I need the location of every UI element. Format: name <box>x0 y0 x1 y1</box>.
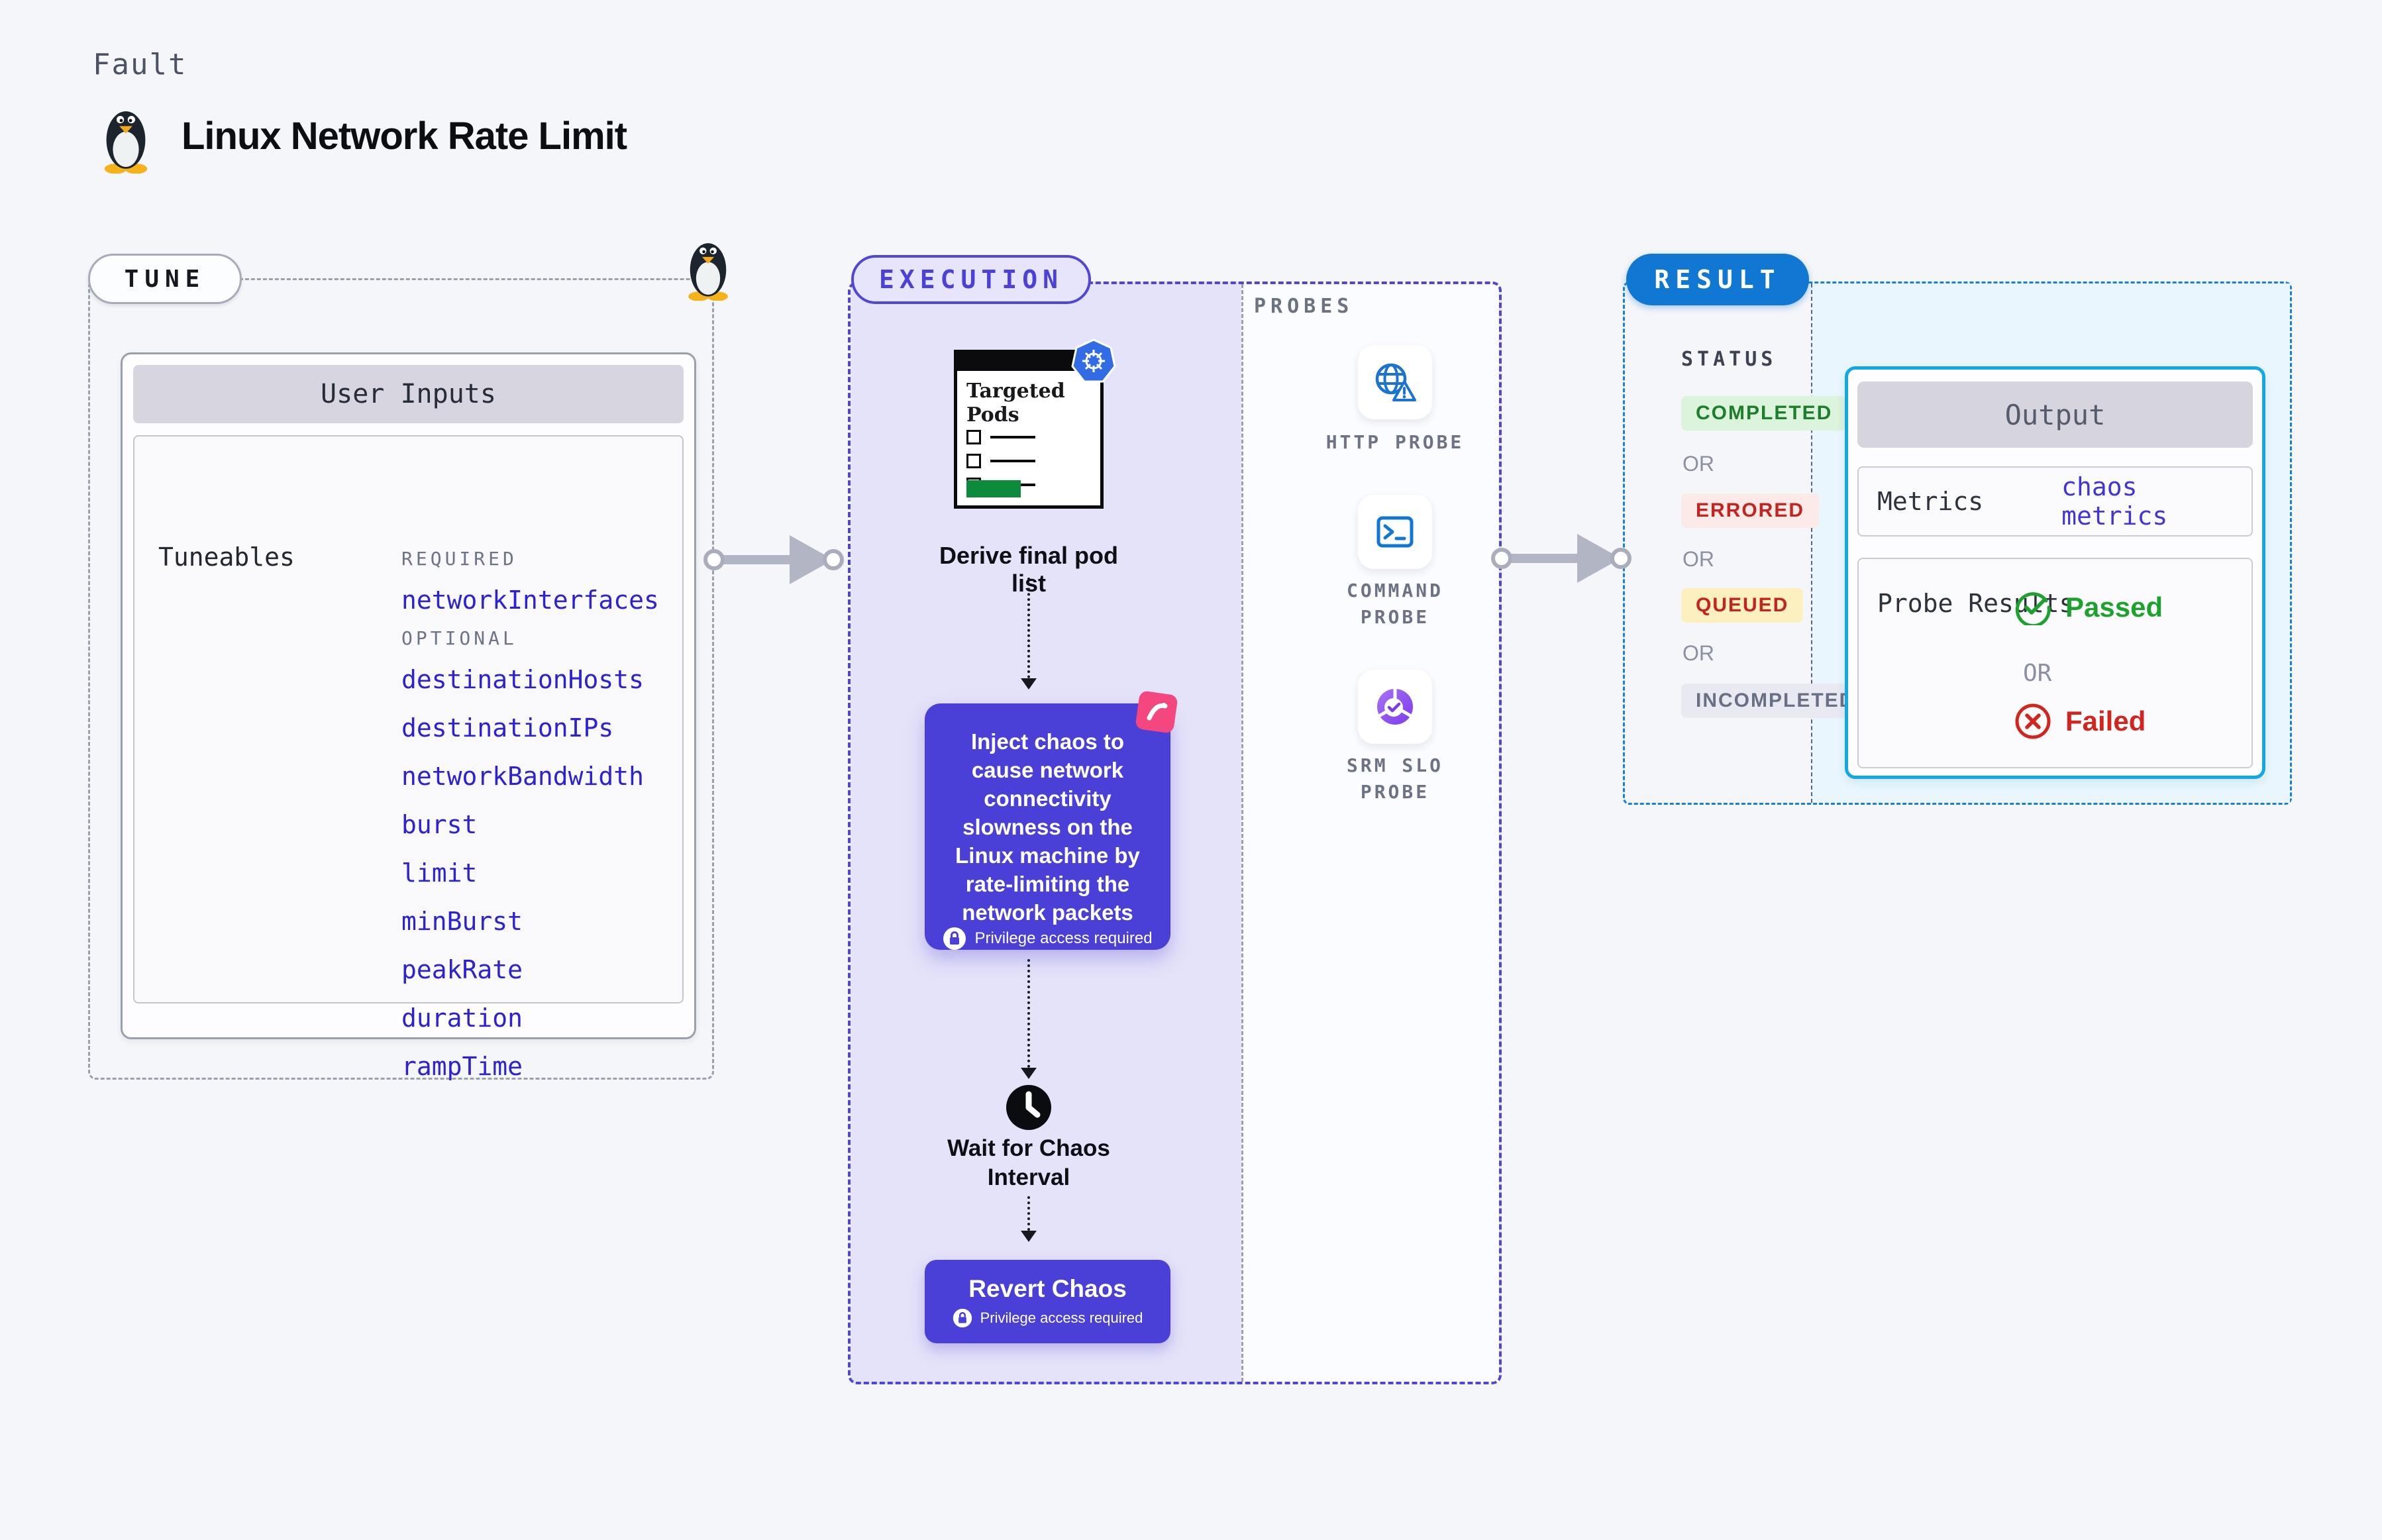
fault-kicker: Fault <box>93 48 187 81</box>
http-probe-label: HTTP PROBE <box>1325 431 1465 453</box>
status-badge-errored: ERRORED <box>1681 493 1820 528</box>
privilege-row: Privilege access required <box>953 1308 1143 1328</box>
arrow-down-icon <box>1021 678 1037 690</box>
tune-pill: TUNE <box>88 254 242 304</box>
probes-divider <box>1241 284 1243 1382</box>
list-line <box>990 460 1035 462</box>
srm-slo-probe-card <box>1358 670 1432 744</box>
metrics-label: Metrics <box>1877 487 1984 516</box>
tuneable-link[interactable]: destinationIPs <box>401 713 614 743</box>
flow-arrow-icon <box>703 535 844 584</box>
tuneable-link[interactable]: rampTime <box>401 1052 523 1081</box>
targeted-pods-title: Targeted Pods <box>966 380 1065 427</box>
lock-icon <box>953 1308 972 1328</box>
status-badge-incompleted: INCOMPLETED <box>1681 684 1870 718</box>
optional-label: OPTIONAL <box>401 627 517 649</box>
probes-label: PROBES <box>1254 295 1354 318</box>
check-circle-icon <box>2015 592 2051 625</box>
clock-icon <box>1006 1085 1051 1130</box>
execution-pill: EXECUTION <box>851 255 1091 304</box>
privilege-label: Privilege access required <box>980 1309 1143 1326</box>
tuneable-link[interactable]: destinationHosts <box>401 665 645 694</box>
progress-bar <box>966 480 1021 497</box>
dotted-connector <box>1027 959 1030 1068</box>
status-label: STATUS <box>1681 348 1777 371</box>
required-label: REQUIRED <box>401 548 517 570</box>
result-pill: RESULT <box>1626 254 1809 305</box>
metrics-value-link[interactable]: chaos metrics <box>2061 472 2168 531</box>
slo-donut-icon <box>1376 688 1414 725</box>
flow-arrow-icon <box>1491 534 1631 583</box>
x-circle-icon <box>2015 703 2051 739</box>
tuneable-link[interactable]: networkBandwidth <box>401 762 645 791</box>
status-badge-queued: QUEUED <box>1681 588 1804 623</box>
wait-chaos-interval-label: Wait for Chaos Interval <box>947 1135 1110 1190</box>
srm-slo-probe-label: SRM SLO PROBE <box>1346 754 1443 803</box>
probe-results-row: Probe Results Passed OR Failed <box>1857 558 2253 768</box>
chaos-logo-icon <box>1135 691 1178 733</box>
checkbox-icon <box>966 430 981 444</box>
tuneable-link[interactable]: peakRate <box>401 955 523 984</box>
linux-penguin-icon <box>688 243 728 301</box>
arrow-down-icon <box>1021 1068 1037 1079</box>
command-probe-label: COMMAND PROBE <box>1346 580 1443 628</box>
tuneable-link[interactable]: duration <box>401 1003 523 1033</box>
list-line <box>990 436 1035 438</box>
user-inputs-panel: User Inputs Tuneables REQUIRED networkIn… <box>121 352 696 1081</box>
derive-pod-list-label: Derive final pod list <box>939 542 1119 597</box>
or-separator: OR <box>1683 547 1714 571</box>
revert-chaos-step: Revert Chaos Privilege access required <box>925 1260 1170 1343</box>
inject-chaos-description: Inject chaos to cause network connectivi… <box>955 729 1140 925</box>
tuneable-link[interactable]: networkInterfaces <box>401 586 659 615</box>
output-panel: Output Metrics chaos metrics Probe Resul… <box>1845 366 2265 779</box>
command-probe-card <box>1358 495 1432 569</box>
user-inputs-title: User Inputs <box>133 365 684 423</box>
globe-alert-icon <box>1375 363 1416 401</box>
passed-label: Passed <box>2065 591 2163 623</box>
pod-list-item <box>966 454 1035 468</box>
output-title: Output <box>1857 382 2253 448</box>
failed-row: Failed <box>2015 703 2146 739</box>
tuneables-box: Tuneables REQUIRED networkInterfaces OPT… <box>133 435 684 1081</box>
lock-icon <box>943 927 966 950</box>
kubernetes-icon <box>1071 338 1116 383</box>
failed-label: Failed <box>2065 705 2146 737</box>
metrics-row: Metrics chaos metrics <box>1857 466 2253 537</box>
targeted-pods-card: Targeted Pods <box>954 350 1104 509</box>
page-title: Linux Network Rate Limit <box>181 115 627 158</box>
or-separator: OR <box>2023 660 2052 687</box>
tuneable-link[interactable]: minBurst <box>401 907 523 936</box>
dotted-connector <box>1027 578 1030 678</box>
arrow-down-icon <box>1021 1231 1037 1242</box>
privilege-row: Privilege access required <box>943 927 1153 950</box>
tune-container <box>88 278 714 1080</box>
or-separator: OR <box>1683 452 1714 476</box>
dotted-connector <box>1027 1196 1030 1231</box>
status-badge-completed: COMPLETED <box>1681 396 1847 431</box>
terminal-icon <box>1376 516 1414 548</box>
optional-tuneables-list: destinationHosts destinationIPs networkB… <box>401 665 644 1081</box>
tuneable-link[interactable]: limit <box>401 858 478 888</box>
http-probe-card <box>1358 345 1432 419</box>
inject-chaos-step: Inject chaos to cause network connectivi… <box>925 691 1178 950</box>
tuneables-label: Tuneables <box>158 542 295 572</box>
privilege-label: Privilege access required <box>974 929 1153 947</box>
linux-penguin-icon <box>104 111 148 174</box>
passed-row: Passed <box>2015 590 2163 625</box>
pod-list-item <box>966 430 1035 444</box>
revert-chaos-label: Revert Chaos <box>968 1275 1127 1302</box>
tuneable-link[interactable]: burst <box>401 810 478 839</box>
checkbox-icon <box>966 454 981 468</box>
or-separator: OR <box>1683 641 1714 665</box>
